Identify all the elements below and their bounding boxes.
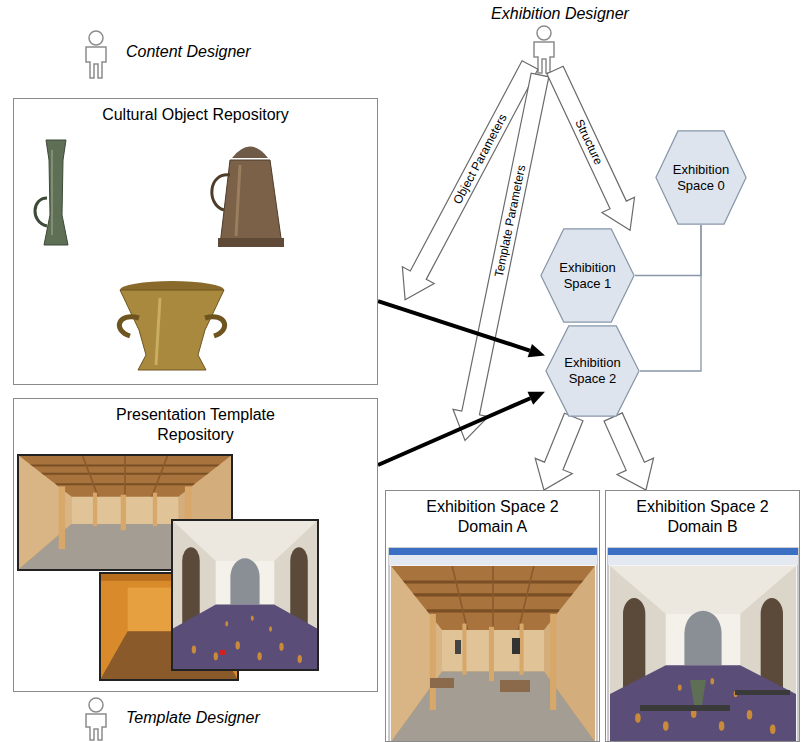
box-title: Exhibition Space 2 Domain B	[628, 497, 778, 537]
structure-line	[635, 225, 701, 276]
person-icon	[86, 698, 106, 740]
tin-can	[212, 147, 284, 248]
person-icon	[534, 26, 554, 73]
person-icon	[86, 31, 106, 78]
brass-mortar	[119, 281, 224, 370]
box-title: Exhibition Space 2 Domain A	[418, 497, 568, 537]
space-label: Exhibition Space 0	[663, 162, 739, 194]
parameter-arrow	[389, 57, 646, 444]
exhibition-space-hexagon: Exhibition Space 1	[540, 228, 635, 323]
role-label: Template Designer	[126, 709, 260, 727]
hollow-arrow	[604, 413, 653, 490]
repository-box: Presentation Template Repository	[13, 398, 378, 692]
template-thumbnails	[18, 455, 318, 680]
content-arrow	[378, 301, 545, 357]
screenshot-b	[608, 548, 798, 742]
exhibition-space-hexagon: Exhibition Space 0	[655, 130, 747, 225]
box-title: Cultural Object Repository	[36, 105, 356, 125]
screenshot-a	[389, 548, 597, 742]
repository-box: Cultural Object Repository	[13, 98, 378, 385]
bronze-vase	[35, 140, 68, 245]
box-title: Presentation Template Repository	[96, 405, 296, 445]
role-label: Content Designer	[126, 43, 251, 61]
exhibition-space-hexagon: Exhibition Space 2	[545, 325, 640, 417]
hollow-arrow	[535, 413, 583, 490]
parameter-label: Object Parameters	[449, 110, 510, 208]
space-label: Exhibition Space 1	[550, 260, 626, 292]
space-label: Exhibition Space 2	[555, 355, 631, 387]
role-label: Exhibition Designer	[491, 5, 629, 23]
repository-box: Exhibition Space 2 Domain A	[385, 490, 600, 742]
content-arrow	[378, 392, 545, 465]
structure-line	[640, 225, 701, 371]
repository-box: Exhibition Space 2 Domain B	[605, 490, 800, 742]
